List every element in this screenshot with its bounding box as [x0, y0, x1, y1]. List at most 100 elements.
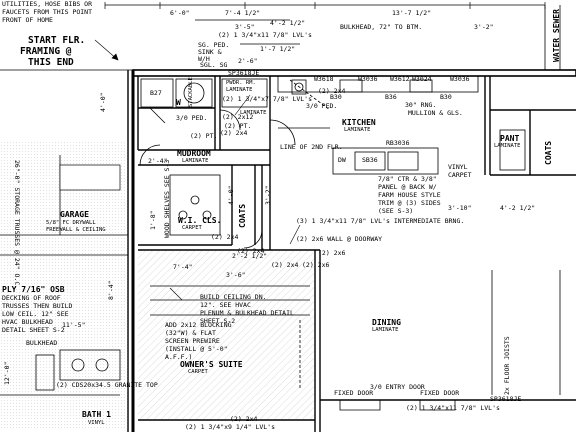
callout-wh: W/H — [198, 55, 210, 63]
dim-6-0: 6'-0" — [170, 9, 190, 17]
callout-pt-2: (2) PT. — [190, 132, 218, 140]
callout-2x4-e: (2) 2x4 — [211, 233, 239, 241]
callout-storage: 26"-0" STORAGE TRUSSES @ 24" O.C. — [13, 160, 21, 290]
callout-ply-4: LOW CEIL. 12" SEE — [2, 310, 69, 318]
dim-4-2-half-mid: 4'-2 1/2" — [500, 204, 536, 212]
room-garage: GARAGE — [60, 210, 89, 219]
callout-vanity-1: 7/8" CTR & 3/8" — [378, 175, 437, 183]
room-coats: COATS — [238, 203, 247, 228]
callout-sg-ped: SG. PED. — [198, 41, 230, 49]
callout-line-2nd: LINE OF 2ND FLR. — [280, 143, 343, 151]
callout-2x6: (2) 2x6 — [318, 249, 346, 257]
callout-sp3618-low: SP3618JE — [490, 395, 522, 403]
callout-lvl-bottom2: (2) 1 3/4"x9 1/4" LVL's — [185, 423, 276, 431]
dim-2-4: 2'-4" — [148, 157, 168, 165]
callout-ply-5: HVAC BULKHEAD — [2, 318, 53, 326]
note-utilities-1: UTILITIES, HOSE BIBS OR — [2, 0, 93, 8]
cabinet-dw: DW — [338, 156, 346, 164]
room-kitchen-floor: LAMINATE — [344, 127, 371, 133]
dim-4-0-low: 4'-0" — [227, 185, 235, 205]
dim-7-4-half: 7'-4 1/2" — [225, 9, 261, 17]
callout-add-blocking-5: A.F.F.) — [165, 353, 193, 361]
dim-7-4-low: 7'-4" — [173, 263, 193, 271]
callout-add-blocking-1: ADD 2x12 BLOCKING — [165, 321, 232, 329]
callout-fixed-door-r: FIXED DOOR — [420, 389, 460, 397]
note-utilities-3: FRONT OF HOME — [2, 16, 53, 24]
room-owners-floor: CARPET — [188, 369, 208, 375]
label-stackable: STACKABLE — [188, 77, 194, 107]
room-wi-floor: CARPET — [182, 225, 202, 231]
dim-3-5: 3'-5" — [235, 23, 255, 31]
room-mudroom: MUDROOM — [177, 149, 211, 158]
callout-add-blocking-4: (INSTALL @ 5'-0" — [165, 345, 228, 353]
callout-build-ceiling-1: BUILD CEILING DN. — [200, 293, 267, 301]
callout-w3612: W3612 — [390, 75, 410, 83]
room-pantry-floor: LAMINATE — [494, 143, 521, 149]
callout-bulkhead: BULKHEAD, 72" TO BTM. — [340, 23, 423, 31]
note-water-sewer: WATER SEWER — [552, 9, 561, 62]
callout-rb3036: RB3036 — [386, 139, 410, 147]
dim-3-6: 3'-6" — [226, 271, 246, 279]
callout-lvl-bottom: (2) 1 3/4"x11 7/8" LVL's — [406, 404, 500, 412]
room-pwdr-floor: LAMINATE — [226, 87, 253, 93]
room-owners-suite: OWNER'S SUITE — [180, 360, 243, 369]
note-start-floor-1: START FLR. — [28, 35, 86, 46]
label-washer: W — [176, 98, 181, 107]
callout-b30-b: B30 — [440, 93, 452, 101]
dim-13-7-half: 13'-7 1/2" — [392, 9, 432, 17]
callout-add-blocking-3: SCREEN PREWIRE — [165, 337, 220, 345]
label-vinyl: VINYL — [448, 163, 468, 171]
callout-lvl-header-mid: (2) 1 3/4"x7 7/8" LVL's — [222, 95, 313, 103]
callout-sp3618: SP3618JE — [228, 69, 260, 77]
callout-mullion: MULLION & GLS. — [408, 109, 463, 117]
room-dining-floor: LAMINATE — [372, 327, 399, 333]
callout-pt: (2) PT. — [224, 122, 252, 130]
callout-b30-rng: 30" RNG. — [405, 101, 437, 109]
room-pantry: PANT — [500, 134, 520, 143]
callout-b36: B36 — [385, 93, 397, 101]
callout-sgl-sg: SGL. SG — [200, 61, 228, 69]
callout-build-ceiling-4: SHEET S-2 — [200, 317, 236, 325]
callout-vanity-5: (SEE S-3) — [378, 207, 414, 215]
callout-wall-doorway: (2) 2x6 WALL @ DOORWAY — [296, 235, 383, 243]
callout-bulkhead-low: BULKHEAD — [26, 339, 58, 347]
callout-lvl-header-top: (2) 1 3/4"x11 7/8" LVL's — [218, 31, 312, 39]
note-utilities-2: FAUCETS FROM THIS POINT — [2, 8, 93, 16]
callout-ply-2: DECKING OF ROOF — [2, 294, 61, 302]
callout-b30: B30 — [330, 93, 342, 101]
room-coats-right: COATS — [544, 140, 553, 165]
callout-2x4-f: (2) 2x4 — [230, 415, 258, 423]
dim-3-10: 3'-10" — [448, 204, 472, 212]
callout-2x4-b: (2) 2x4 — [318, 87, 346, 95]
callout-build-ceiling-2: 12". SEE HVAC — [200, 301, 251, 309]
callout-2x12: (2) 2x12 — [222, 113, 254, 121]
dim-12-0: 12'-0" — [3, 361, 11, 385]
callout-wood-shelves: WOOD SHELVES SEE S-3 — [163, 159, 171, 238]
callout-ped: 3/0 PED. — [306, 102, 338, 110]
callout-2x4-d: (2) 2x4 — [271, 261, 299, 269]
callout-add-blocking-2: (32"W) & FLAT — [165, 329, 216, 337]
callout-vanity-3: FARM HOUSE STYLE — [378, 191, 441, 199]
callout-build-ceiling-3: PLENUM & BULKHEAD DETAIL — [200, 309, 294, 317]
room-kitchen: KITCHEN — [342, 118, 376, 127]
note-start-floor-3: THIS END — [28, 57, 74, 68]
note-start-floor-2: FRAMING @ — [20, 46, 72, 57]
dim-2-6: 2'-6" — [238, 57, 258, 65]
callout-vanity-2: PANEL @ BACK W/ — [378, 183, 437, 191]
room-bath-floor: VINYL — [88, 420, 105, 426]
callout-2x4-c: (2) 2x4 — [237, 247, 265, 255]
callout-entry-door: 3/0 ENTRY DOOR — [370, 383, 425, 391]
callout-w3024: W3024 — [412, 75, 432, 83]
room-garage-floor-1: 5/8" FC DRYWALL — [46, 220, 96, 226]
callout-2x4-a: (2) 2x4 — [220, 129, 248, 137]
dim-8-4: 8'-4" — [107, 280, 115, 300]
callout-ply-6: DETAIL SHEET S-2 — [2, 326, 65, 334]
callout-brg-block: (3) 1 3/4"x11 7/8" LVL's INTERMEDIATE BR… — [296, 217, 465, 225]
callout-vanity-4: TRIM @ (3) SIDES — [378, 199, 441, 207]
callout-door-b: 3/0 PED. — [176, 114, 208, 122]
dim-3-2-side: 3'-2" — [264, 185, 272, 205]
cabinet-sb: SB36 — [362, 156, 378, 164]
callout-fixed-door-l: FIXED DOOR — [334, 389, 374, 397]
callout-w3618: W3618 — [314, 75, 334, 83]
